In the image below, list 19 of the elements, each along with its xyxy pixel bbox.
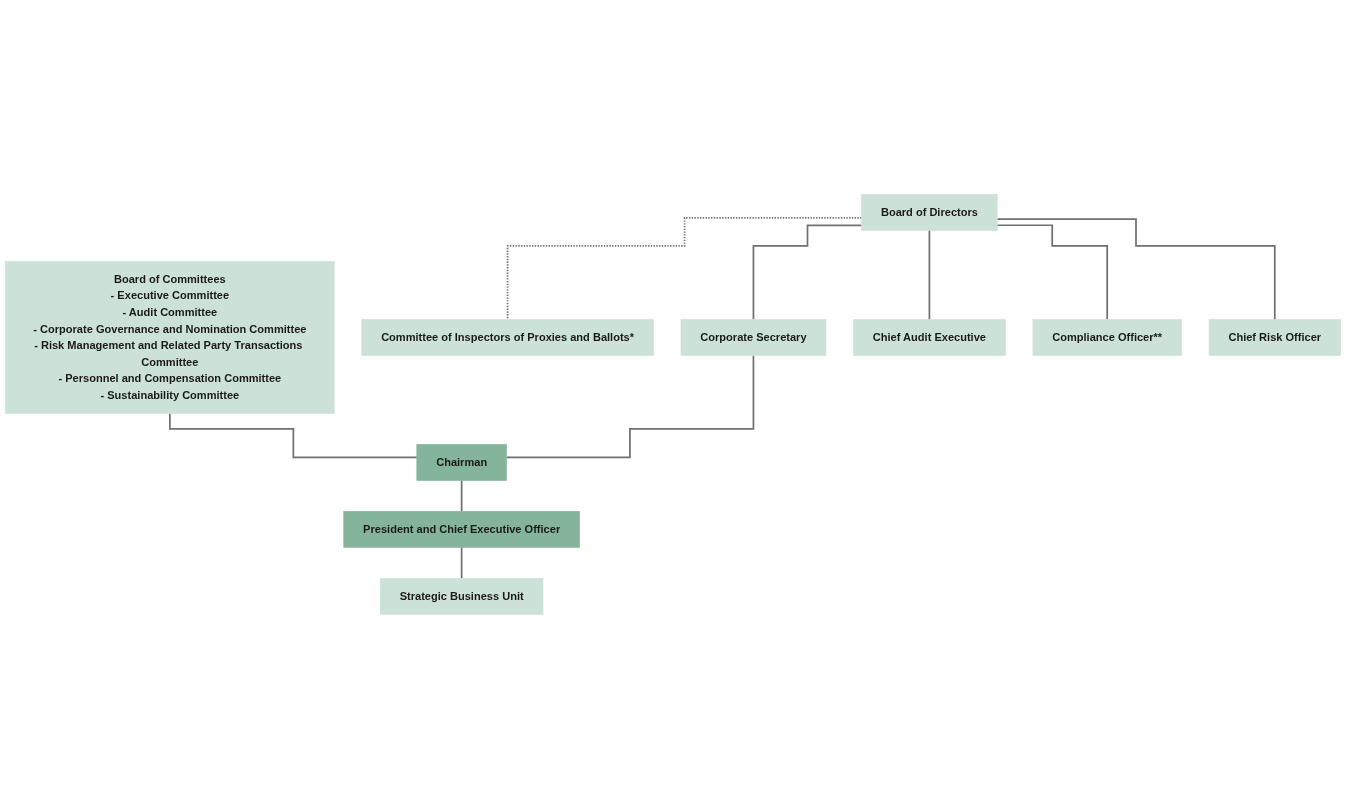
connector [752, 224, 863, 321]
connector [996, 224, 1109, 321]
node-box: Board of Directors [861, 194, 998, 231]
node-box: Compliance Officer** [1032, 319, 1182, 356]
node-box: Strategic Business Unit [379, 578, 544, 615]
node-box: Chief Audit Executive [853, 319, 1006, 356]
connector [460, 546, 463, 580]
connector [506, 217, 863, 321]
node-box: Committee of Inspectors of Proxies and Ballots* [361, 319, 654, 356]
node-box: Corporate Secretary [680, 319, 827, 356]
node-box: Board of Committees - Executive Committee - Audit Committee - Corporate Governance and Nomination Committee - Risk Management and Related Party Transactions Committee - Personnel and Compensation Committee - Sustainability Committee [5, 261, 335, 414]
node-box: President and Chief Executive Officer [343, 511, 580, 548]
node-box: Chairman [416, 444, 507, 481]
connector [928, 229, 931, 321]
connector [996, 218, 1276, 321]
connector [460, 479, 463, 513]
node-box: Chief Risk Officer [1208, 319, 1341, 356]
connector [505, 354, 755, 459]
connector [169, 412, 418, 459]
